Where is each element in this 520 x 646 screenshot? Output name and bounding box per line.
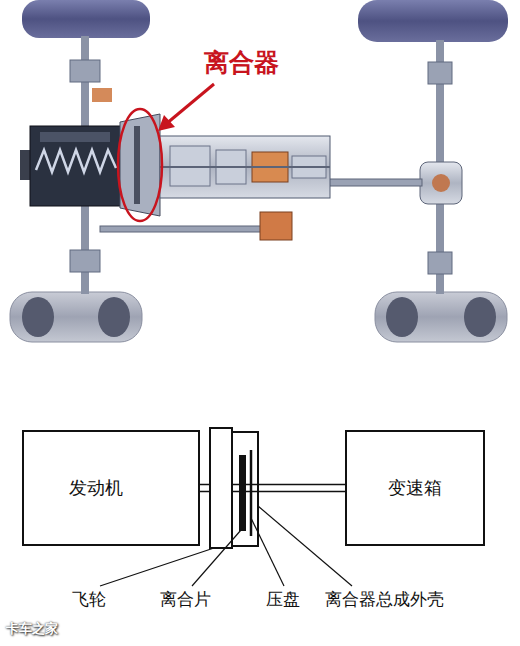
tire bbox=[375, 292, 507, 342]
wheel-hub bbox=[386, 297, 418, 337]
pressure-plate bbox=[250, 450, 253, 536]
suspension bbox=[70, 60, 100, 82]
steering-part bbox=[92, 88, 112, 102]
crankshaft bbox=[36, 150, 116, 172]
part-label: 离合器总成外壳 bbox=[325, 588, 444, 611]
cylinder-head bbox=[40, 132, 110, 142]
highlight-ellipse bbox=[118, 109, 162, 221]
component-box: 发动机 bbox=[22, 430, 200, 546]
leader-line bbox=[251, 518, 284, 586]
tire bbox=[10, 292, 142, 342]
transmission bbox=[160, 136, 330, 198]
clutch-disc bbox=[239, 455, 246, 531]
gear-shift bbox=[260, 212, 292, 240]
wheel-hub bbox=[22, 297, 54, 337]
flywheel bbox=[210, 428, 232, 548]
box-label: 发动机 bbox=[69, 476, 123, 500]
clutch-housing bbox=[120, 114, 160, 216]
propeller-shaft bbox=[328, 179, 422, 186]
arrow-head bbox=[158, 115, 175, 131]
differential bbox=[420, 162, 462, 204]
suspension bbox=[428, 252, 452, 274]
box-label: 变速箱 bbox=[388, 476, 442, 500]
part-label: 压盘 bbox=[266, 588, 300, 611]
wheel-hub bbox=[98, 297, 130, 337]
tire bbox=[22, 0, 150, 38]
part-label: 离合器 bbox=[204, 46, 279, 79]
part-label: 飞轮 bbox=[72, 588, 106, 611]
main-shaft bbox=[160, 166, 330, 168]
engine-block bbox=[30, 126, 122, 206]
component-box: 变速箱 bbox=[345, 430, 485, 546]
differential-gear bbox=[432, 174, 450, 192]
part-label: 离合片 bbox=[160, 588, 211, 611]
clutch-plate bbox=[134, 126, 140, 204]
tire bbox=[358, 0, 508, 42]
clutch-cover bbox=[232, 432, 258, 546]
suspension bbox=[428, 62, 452, 84]
leader-line bbox=[258, 506, 352, 586]
wheel-hub bbox=[464, 297, 496, 337]
watermark: 卡车之家 bbox=[6, 620, 58, 638]
suspension bbox=[70, 250, 100, 272]
callout-arrow bbox=[166, 84, 214, 124]
